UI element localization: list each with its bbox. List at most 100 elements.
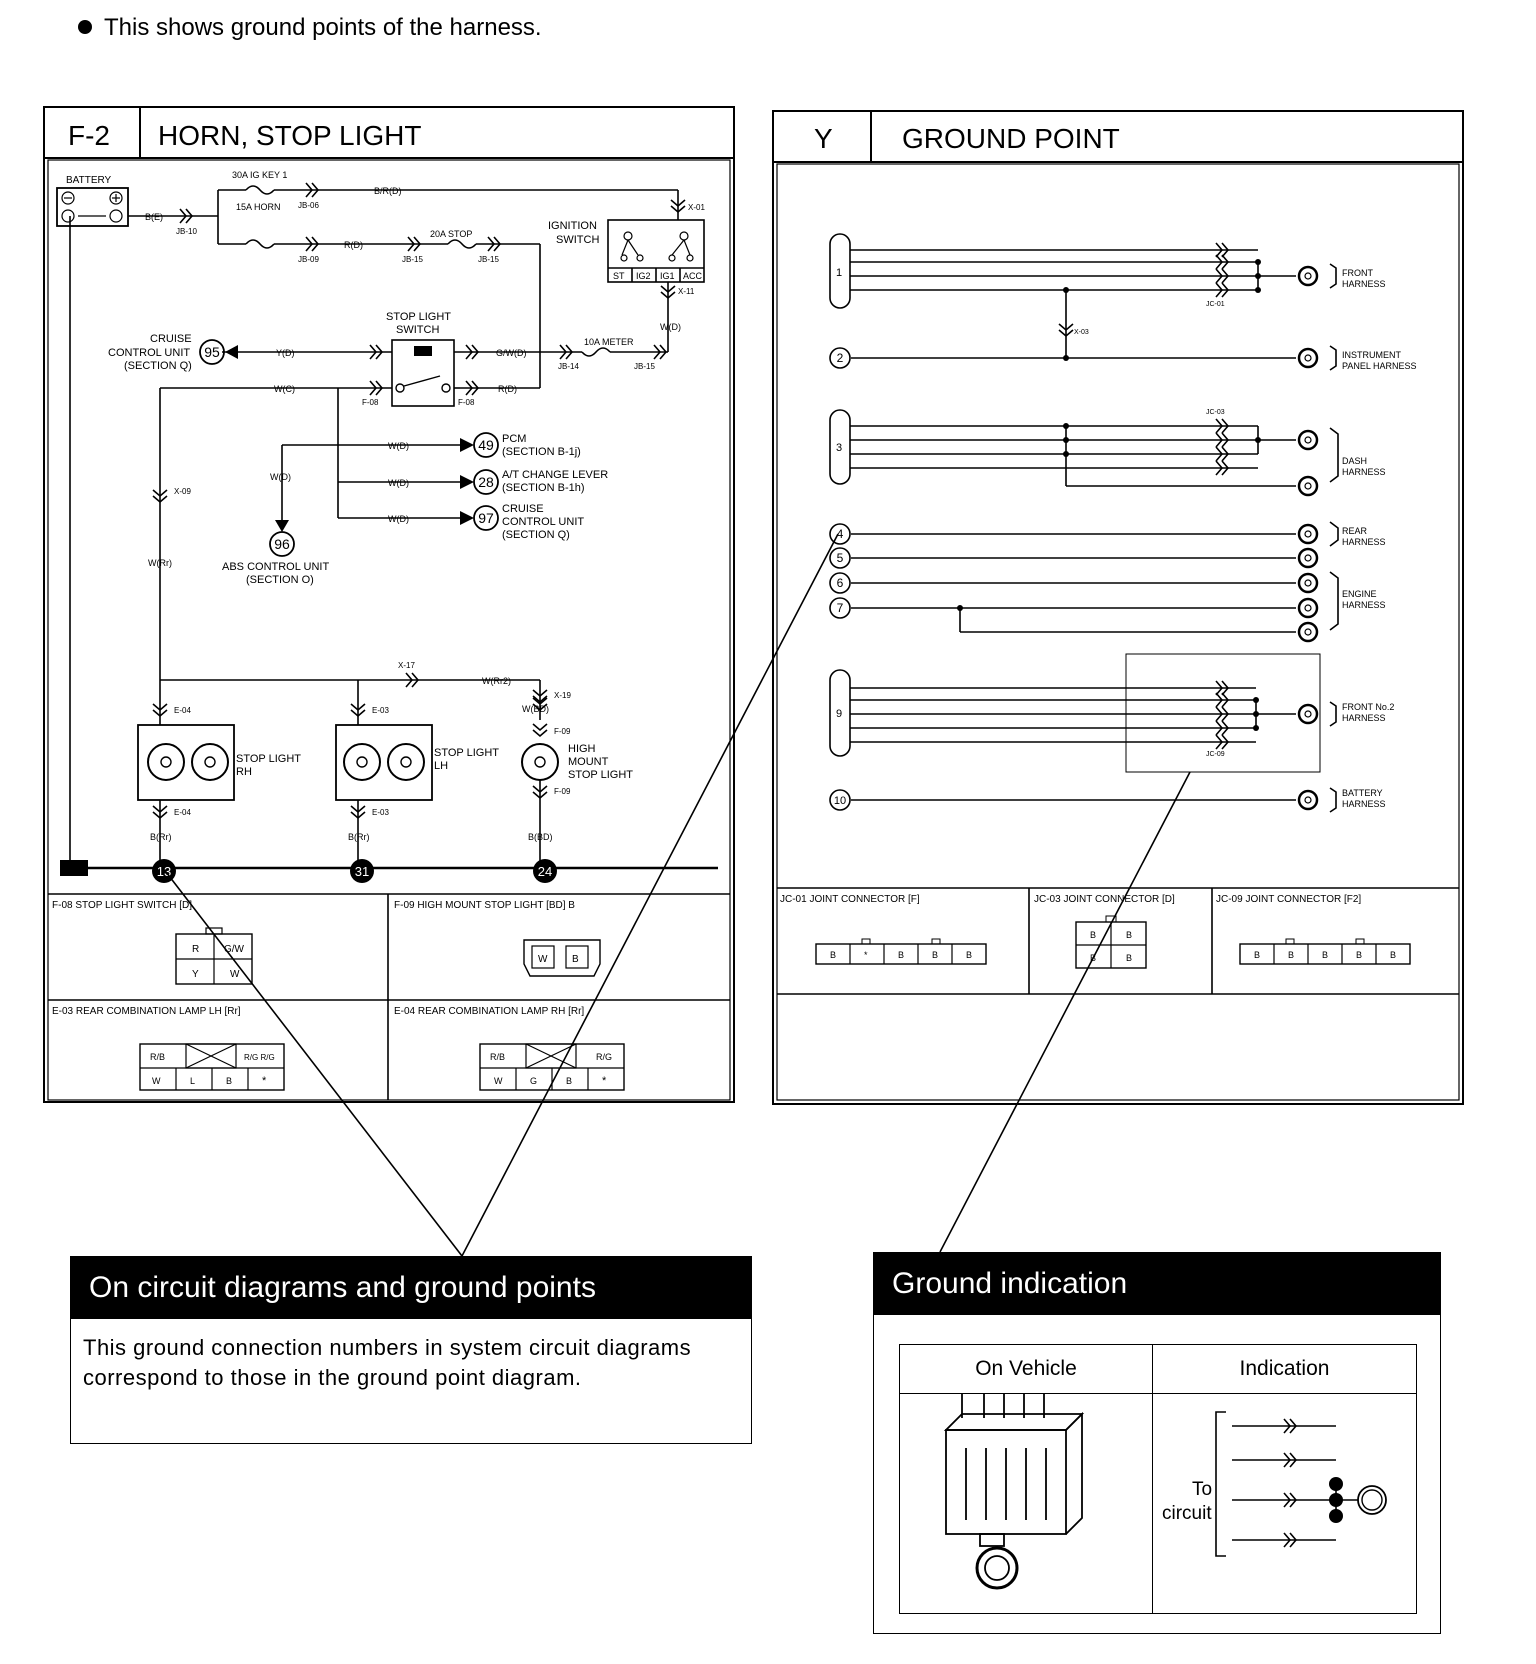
jb-09: JB-09 [298, 255, 319, 264]
indication-illustration [1215, 1411, 1387, 1557]
ground-31: 31 [355, 864, 369, 879]
left-panel: F-2 HORN, STOP LIGHT BATTERY [43, 106, 735, 1103]
wire-be: B(E) [145, 212, 163, 222]
ignition-label-1: IGNITION [548, 220, 597, 232]
ground-num-3: 3 [836, 442, 842, 454]
f08-pin-4: W [230, 969, 240, 980]
leader-lines [165, 533, 1191, 1257]
harness-engine-1: ENGINE [1342, 589, 1377, 599]
ground-num-2: 2 [837, 351, 844, 365]
pcm-label-2: (SECTION B-1j) [502, 446, 581, 458]
jb-10: JB-10 [176, 227, 197, 236]
harness-battery-1: BATTERY [1342, 788, 1383, 798]
harness-dash-1: DASH [1342, 456, 1367, 466]
callout-circuit-title: On circuit diagrams and ground points [71, 1257, 751, 1319]
high-label-2: MOUNT [568, 756, 609, 768]
harness-front-2: HARNESS [1342, 279, 1386, 289]
col-divider [1152, 1345, 1153, 1613]
right-panel: Y GROUND POINT [772, 110, 1464, 1105]
pcm-label-1: PCM [502, 433, 526, 445]
callout-ground-title: Ground indication [874, 1253, 1440, 1315]
ign-acc: ACC [683, 271, 703, 281]
ground-num-1: 1 [836, 267, 842, 279]
jb-06: JB-06 [298, 201, 319, 210]
jc09-pin-2: B [1288, 950, 1294, 960]
e04-pin-4: G [530, 1076, 537, 1086]
intro-text: This shows ground points of the harness. [104, 14, 542, 41]
bullet-icon [78, 19, 92, 34]
on-vehicle-illustration [943, 1394, 1085, 1590]
wire-wd-at: W(D) [388, 478, 409, 488]
ref-cruise2: 97 [478, 510, 494, 526]
ground-num-10: 10 [834, 795, 846, 807]
ground-indication-table: On Vehicle Indication To circuit [899, 1344, 1417, 1614]
stop-switch-label-1: STOP LIGHT [386, 311, 451, 323]
jc09-label: JC-09 [1206, 751, 1225, 758]
harness-front2-1: FRONT No.2 [1342, 702, 1394, 712]
right-panel-code: Y [814, 123, 833, 154]
harness-rear-2: HARNESS [1342, 537, 1386, 547]
jc01-pin-4: B [932, 950, 938, 960]
e04-pin-3: W [494, 1076, 503, 1086]
stop-lh-label-2: LH [434, 760, 448, 772]
to-label: To [1192, 1479, 1213, 1500]
harness-rear-1: REAR [1342, 526, 1368, 536]
x-01: X-01 [688, 203, 705, 212]
f-08b: F-08 [458, 398, 475, 407]
e04-pin-1: R/B [490, 1052, 505, 1062]
ground-numbers-right: 1 2 3 4 5 6 7 9 10 [829, 267, 851, 811]
fuse-stop: 20A STOP [430, 229, 472, 239]
connector-jc01-label: JC-01 JOINT CONNECTOR [F] [780, 894, 920, 905]
ground-num-7: 7 [837, 601, 844, 615]
e-03a: E-03 [372, 706, 389, 715]
x-11: X-11 [678, 287, 695, 296]
ref-abs: 96 [274, 536, 290, 552]
jc01-label: JC-01 [1206, 301, 1225, 308]
wire-wrr: W(Rr) [148, 558, 172, 568]
abs-label-1: ABS CONTROL UNIT [222, 561, 329, 573]
wire-wd-abs: W(D) [270, 472, 291, 482]
wire-yd: Y(D) [276, 348, 295, 358]
battery-label: BATTERY [66, 175, 112, 186]
cruise2-label-1: CRUISE [502, 503, 544, 515]
connector-e04-label: E-04 REAR COMBINATION LAMP RH [Rr] [394, 1006, 584, 1017]
ground-num-5: 5 [837, 551, 844, 565]
jc09-pin-1: B [1254, 950, 1260, 960]
ground-num-6: 6 [837, 576, 844, 590]
callout-circuit-text: This ground connection numbers in system… [83, 1335, 692, 1390]
right-connector-table: JC-01 JOINT CONNECTOR [F] JC-03 JOINT CO… [777, 887, 1459, 995]
wire-brr2: B(Rr) [348, 832, 370, 842]
jc03-pin-4: B [1126, 953, 1132, 963]
e03-pin-2: R/G R/G [244, 1053, 275, 1062]
connector-f08-label: F-08 STOP LIGHT SWITCH [D] [52, 900, 192, 911]
high-label-1: HIGH [568, 743, 596, 755]
x-19: X-19 [554, 691, 571, 700]
stop-lh-label-1: STOP LIGHT [434, 747, 499, 759]
jc03-pin-2: B [1126, 930, 1132, 940]
x03-label: X-03 [1074, 329, 1089, 336]
f08-pin-3: Y [192, 969, 199, 980]
wire-br: B/R(D) [374, 186, 402, 196]
e-03b: E-03 [372, 808, 389, 817]
f-09a: F-09 [554, 727, 571, 736]
jc09-pin-4: B [1356, 950, 1362, 960]
ground-symbols [1297, 265, 1319, 811]
ign-ig2: IG2 [636, 271, 651, 281]
harness-engine-2: HARNESS [1342, 600, 1386, 610]
cruise-label-2: CONTROL UNIT [108, 347, 190, 359]
cruise2-label-2: CONTROL UNIT [502, 516, 584, 528]
e04-pin-2: R/G [596, 1052, 612, 1062]
wire-wrr2: W(Rr2) [482, 676, 511, 686]
e04-pin-5: B [566, 1076, 572, 1086]
ground-24: 24 [538, 864, 552, 879]
jb-15b: JB-15 [478, 255, 499, 264]
e-04b: E-04 [174, 808, 191, 817]
cruise-label-1: CRUISE [150, 333, 192, 345]
e03-pin-5: B [226, 1076, 232, 1086]
ref-pcm: 49 [478, 437, 494, 453]
